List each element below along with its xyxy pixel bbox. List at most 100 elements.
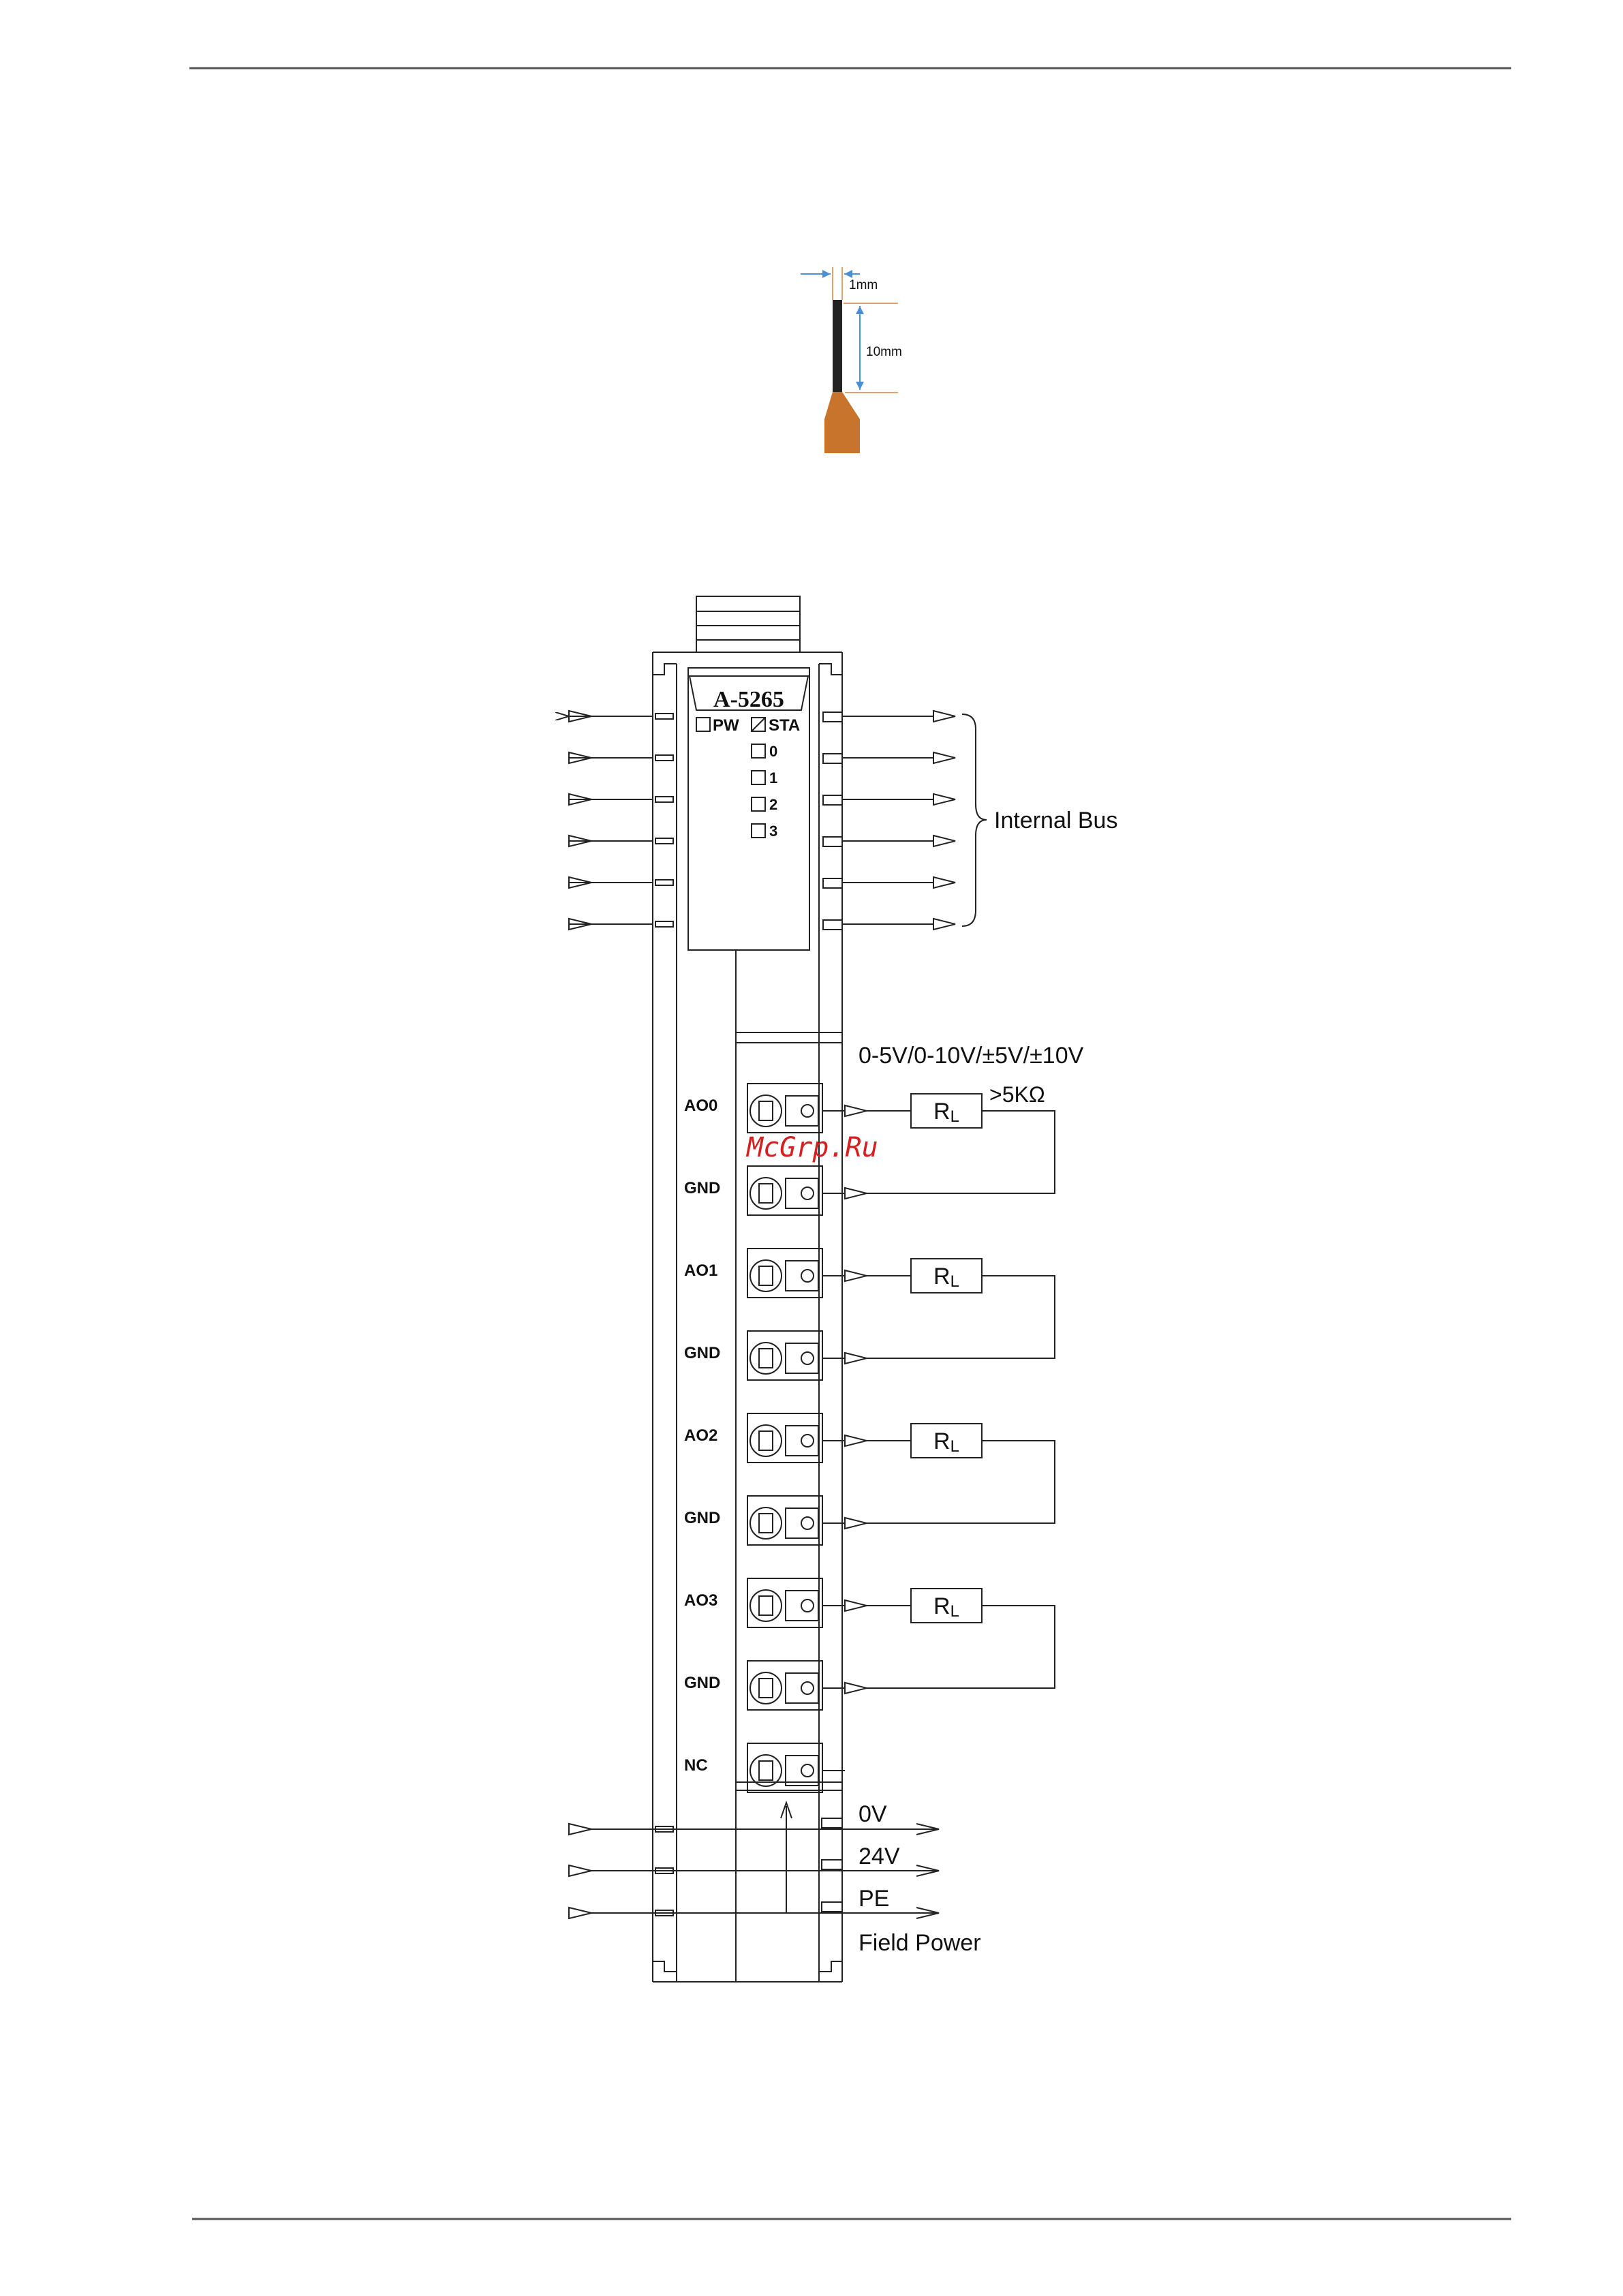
- load-wire: [867, 1606, 1055, 1688]
- terminal-release: [759, 1184, 773, 1203]
- terminal-label: GND: [684, 1674, 720, 1692]
- terminal-contact: [801, 1105, 814, 1117]
- load-circuit: RL: [867, 1424, 1055, 1523]
- module-right-clip: [819, 652, 842, 675]
- zero-v-label: 0V: [859, 1801, 887, 1827]
- terminal-block: GND: [684, 1496, 867, 1545]
- terminal-release: [759, 1679, 773, 1698]
- terminal-label: NC: [684, 1756, 708, 1775]
- module-name: A-5265: [713, 687, 784, 712]
- ferrule-width-label: 1mm: [849, 278, 878, 292]
- terminal-block: GND: [684, 1661, 867, 1710]
- module-bottom-left-clip: [653, 1961, 677, 1982]
- output-range-label: 0-5V/0-10V/±5V/±10V: [859, 1043, 1084, 1069]
- internal-bus-right: [823, 711, 955, 930]
- channel-led-1: [752, 771, 765, 784]
- terminal-release: [759, 1266, 773, 1285]
- load-resistor-label: RL: [933, 1264, 959, 1291]
- module-bottom-right-clip: [819, 1961, 842, 1982]
- terminal-block: NC: [684, 1743, 845, 1792]
- terminal-arrow: [845, 1600, 867, 1611]
- pw-led: [696, 718, 710, 731]
- channel-led-label: 2: [769, 796, 777, 813]
- watermark: McGrp.Ru: [745, 1132, 878, 1163]
- internal-bus-left: [569, 716, 653, 924]
- internal-bus-left-pins: [655, 714, 673, 927]
- module-top-connector: [696, 596, 800, 652]
- channel-led-label: 3: [769, 823, 777, 840]
- terminal-contact: [801, 1764, 814, 1777]
- internal-bus-label: Internal Bus: [994, 808, 1117, 833]
- terminal-release: [759, 1596, 773, 1615]
- terminal-label: GND: [684, 1509, 720, 1527]
- led-indicators: PW STA 0 1 2 3: [696, 716, 800, 840]
- channel-led-label: 0: [769, 743, 777, 760]
- terminal-arrow: [845, 1683, 867, 1694]
- ferrule-wire: [833, 300, 842, 392]
- load-circuits: RL RL RL RL: [867, 1094, 1055, 1688]
- terminal-contact: [801, 1435, 814, 1447]
- load-circuit: RL: [867, 1589, 1055, 1688]
- ferrule-sleeve: [824, 392, 860, 453]
- terminal-block: AO0: [684, 1084, 867, 1133]
- terminal-screw: [750, 1672, 782, 1704]
- channel-led-label: 1: [769, 769, 777, 786]
- terminal-screw: [750, 1425, 782, 1456]
- terminal-label: GND: [684, 1179, 720, 1197]
- channel-led-2: [752, 797, 765, 811]
- internal-bus-left-arrows: [569, 711, 591, 930]
- terminal-label: AO1: [684, 1261, 717, 1280]
- ferrule-illustration: 1mm 10mm: [801, 267, 902, 453]
- terminal-block: AO3: [684, 1578, 867, 1627]
- load-requirement-label: >5KΩ: [989, 1082, 1045, 1107]
- load-resistor-label: RL: [933, 1099, 959, 1126]
- load-wire: [867, 1276, 1055, 1358]
- terminal-contact: [801, 1352, 814, 1364]
- load-resistor-label: RL: [933, 1593, 959, 1621]
- internal-bus-brace: [962, 714, 987, 926]
- terminal-contact: [801, 1599, 814, 1612]
- twenty-four-v-label: 24V: [859, 1843, 900, 1869]
- load-resistor-label: RL: [933, 1428, 959, 1456]
- terminal-arrow: [845, 1353, 867, 1364]
- terminal-arrow: [845, 1105, 867, 1116]
- terminal-contact: [801, 1682, 814, 1694]
- pe-label: PE: [859, 1886, 889, 1912]
- channel-led-0: [752, 744, 765, 758]
- terminal-label: AO2: [684, 1426, 717, 1445]
- terminal-arrow: [845, 1435, 867, 1446]
- terminal-screw: [750, 1095, 782, 1127]
- terminal-block: AO2: [684, 1413, 867, 1463]
- terminal-block: GND: [684, 1166, 867, 1215]
- terminal-release: [759, 1514, 773, 1533]
- terminal-release: [759, 1349, 773, 1368]
- load-wire: [867, 1441, 1055, 1523]
- sta-led-label: STA: [769, 716, 800, 735]
- terminal-screw: [750, 1590, 782, 1621]
- terminal-label: GND: [684, 1344, 720, 1362]
- terminal-screw: [750, 1507, 782, 1539]
- terminal-label: AO3: [684, 1591, 717, 1610]
- terminal-contact: [801, 1517, 814, 1529]
- terminal-release: [759, 1761, 773, 1780]
- load-wire: [867, 1111, 1055, 1193]
- channel-led-3: [752, 824, 765, 838]
- terminal-screw: [750, 1343, 782, 1374]
- module-left-clip: [653, 652, 677, 675]
- terminal-label: AO0: [684, 1097, 717, 1115]
- terminal-block: GND: [684, 1331, 867, 1380]
- terminal-arrow: [845, 1270, 867, 1281]
- terminal-screw: [750, 1260, 782, 1291]
- field-power-label: Field Power: [859, 1930, 981, 1956]
- terminal-contact: [801, 1187, 814, 1199]
- terminal-screw: [750, 1178, 782, 1209]
- terminal-release: [759, 1101, 773, 1120]
- terminal-arrow: [845, 1188, 867, 1199]
- load-circuit: RL: [867, 1259, 1055, 1358]
- load-circuit: RL: [867, 1094, 1055, 1193]
- terminal-arrow: [845, 1518, 867, 1529]
- terminal-block: AO1: [684, 1249, 867, 1298]
- sta-led-hatch: [752, 718, 765, 731]
